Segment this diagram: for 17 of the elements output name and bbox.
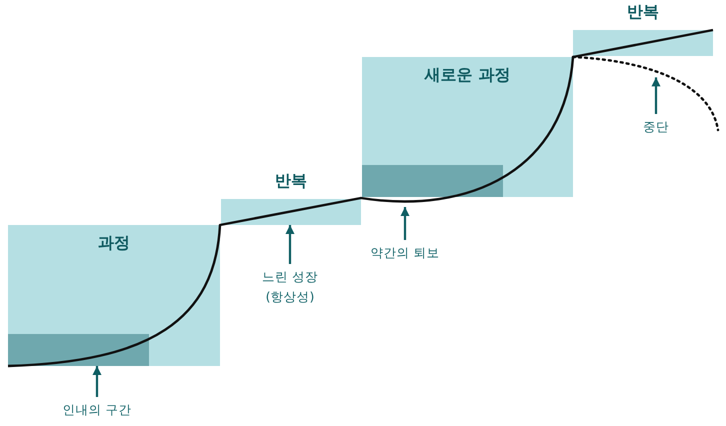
annotation-text: 느린 성장 (항상성) bbox=[254, 267, 326, 307]
step-block bbox=[8, 225, 220, 366]
leader-arrow bbox=[92, 366, 102, 397]
shaded-band bbox=[8, 334, 149, 366]
block-heading: 반복 bbox=[627, 2, 659, 22]
block-heading: 과정 bbox=[98, 233, 130, 253]
annotation-text: 인내의 구간 bbox=[62, 400, 132, 420]
leader-arrow bbox=[652, 77, 660, 114]
leader-arrow bbox=[286, 225, 294, 264]
dotted-curve bbox=[572, 56, 720, 132]
step-block bbox=[362, 57, 573, 197]
annotation-text: 중단 bbox=[643, 117, 669, 137]
shaded-band bbox=[362, 165, 503, 197]
annotation-text: 약간의 퇴보 bbox=[370, 243, 440, 263]
block-heading: 반복 bbox=[275, 171, 307, 191]
block-heading: 새로운 과정 bbox=[424, 65, 510, 85]
leader-arrow bbox=[400, 207, 410, 240]
